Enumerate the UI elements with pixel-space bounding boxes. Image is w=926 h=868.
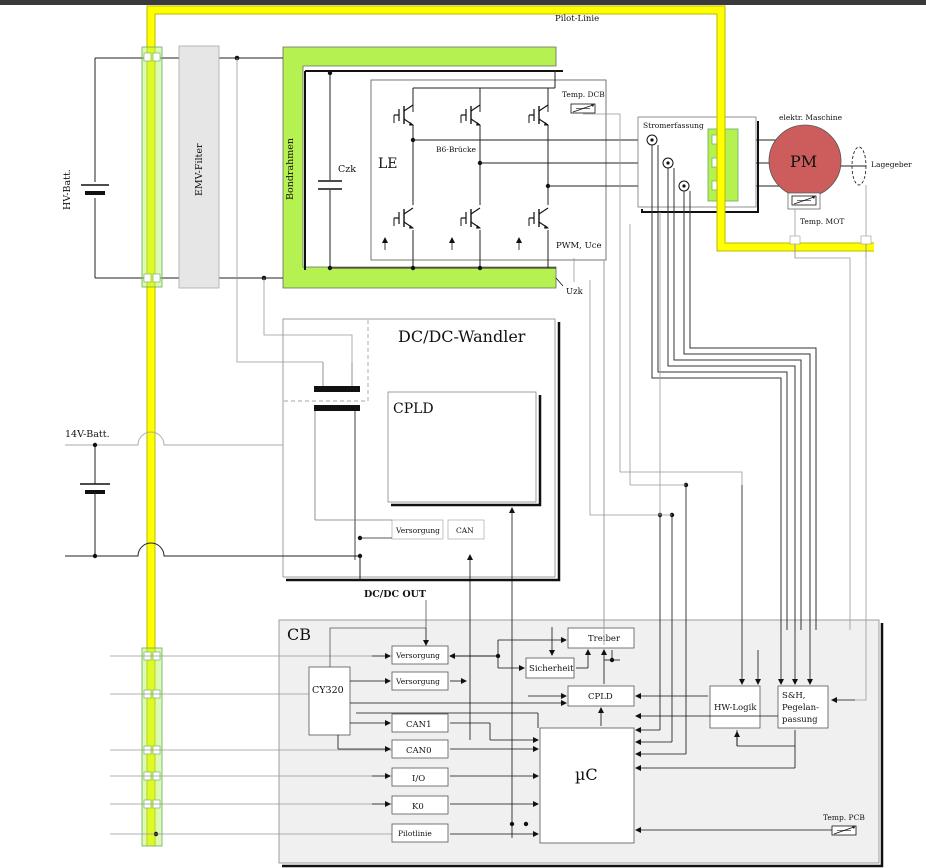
- le-box: [370, 79, 607, 261]
- current-sense-cables: [651, 145, 817, 630]
- pwm-uce-label: PWM, Uce: [556, 241, 602, 251]
- cpld-cb-box: [567, 685, 635, 707]
- thermistor-icon: [831, 825, 857, 836]
- elektr-maschine-label: elektr. Maschine: [779, 113, 843, 122]
- uc-right-inputs: [635, 485, 855, 771]
- bondrahmen-frame: [282, 46, 563, 289]
- sh-label-line2: Pegelan-: [782, 703, 819, 713]
- battery-14v-icon: [80, 445, 110, 556]
- bondrahmen-label: Bondrahmen: [285, 138, 296, 200]
- cpld-dcdc-label: CPLD: [393, 401, 434, 417]
- sicherheit-box: [525, 657, 575, 679]
- cy320-box: [308, 666, 351, 736]
- pilot-line: [146, 5, 874, 846]
- cb-input-lines: [110, 655, 392, 835]
- thermistor-icon: [791, 195, 817, 206]
- gate-drive-arrows: [382, 237, 522, 250]
- cpld-dcdc-box: [387, 391, 537, 503]
- pm-label: PM: [790, 152, 817, 171]
- k0-label: K0: [412, 802, 424, 812]
- czk-capacitor-icon: [318, 70, 342, 271]
- io-label: I/O: [412, 774, 425, 784]
- sh-label-line3: passung: [782, 715, 818, 725]
- hv-batt-label: HV-Batt.: [62, 169, 73, 210]
- cb-versorgung2-label: Versorgung: [395, 677, 440, 686]
- sh-label-line1: S&H,: [782, 691, 806, 701]
- thermistor-icon: [570, 103, 596, 114]
- can-dcdc-label: CAN: [456, 526, 474, 535]
- dcdc-out-label: DC/DC OUT: [364, 589, 426, 600]
- cy320-links: [337, 653, 391, 807]
- cpld-cb-label: CPLD: [588, 692, 613, 702]
- cb-label: CB: [287, 625, 311, 644]
- sicherheit-label: Sicherheit: [529, 664, 574, 674]
- temp-mot-label: Temp. MOT: [800, 217, 844, 226]
- cb-versorgung1-label: Versorgung: [395, 651, 440, 660]
- temp-pcb-label: Temp. PCB: [823, 813, 865, 822]
- hw-logik-box: [709, 685, 761, 729]
- emv-filter-block: [178, 45, 220, 289]
- can1-label: CAN1: [406, 720, 432, 730]
- can0-label: CAN0: [406, 746, 432, 756]
- cb-interface-blocks: [391, 645, 449, 843]
- b6-bruecke-label: B6-Brücke: [436, 145, 476, 154]
- versorgung-dcdc-box: [391, 519, 444, 540]
- uc-box: [539, 727, 635, 844]
- hv-connector: [141, 46, 163, 288]
- can-dcdc-box: [447, 519, 485, 540]
- batt-14v-label: 14V-Batt.: [65, 429, 110, 440]
- treiber-box: [567, 627, 635, 649]
- temp-dcb-label: Temp. DCB: [562, 90, 605, 99]
- czk-label: Czk: [338, 164, 356, 175]
- versorgung-dcdc-label: Versorgung: [395, 526, 440, 535]
- dcdc-wandler-label: DC/DC-Wandler: [398, 327, 526, 346]
- hv-battery-icon: [81, 184, 109, 195]
- transformer-icon: [314, 362, 360, 560]
- emv-filter-label: EMV-Filter: [194, 143, 205, 196]
- gray-signal-wires: [583, 113, 867, 701]
- treiber-label: Treiber: [588, 634, 621, 644]
- uzk-label: Uzk: [566, 287, 584, 297]
- pilotlinie-cb-label: Pilotlinie: [398, 829, 432, 838]
- uc-label: µC: [575, 765, 598, 784]
- le-label: LE: [378, 156, 398, 172]
- stromerfassung-label: Stromerfassung: [643, 121, 704, 130]
- window-top-bar: [0, 0, 926, 5]
- pilot-linie-label: Pilot-Linie: [555, 14, 599, 24]
- lagegeber-label: Lagegeber: [871, 160, 912, 169]
- hw-logik-label: HW-Logik: [714, 703, 757, 713]
- sh-box: [777, 685, 829, 729]
- cy320-label: CY320: [312, 685, 344, 696]
